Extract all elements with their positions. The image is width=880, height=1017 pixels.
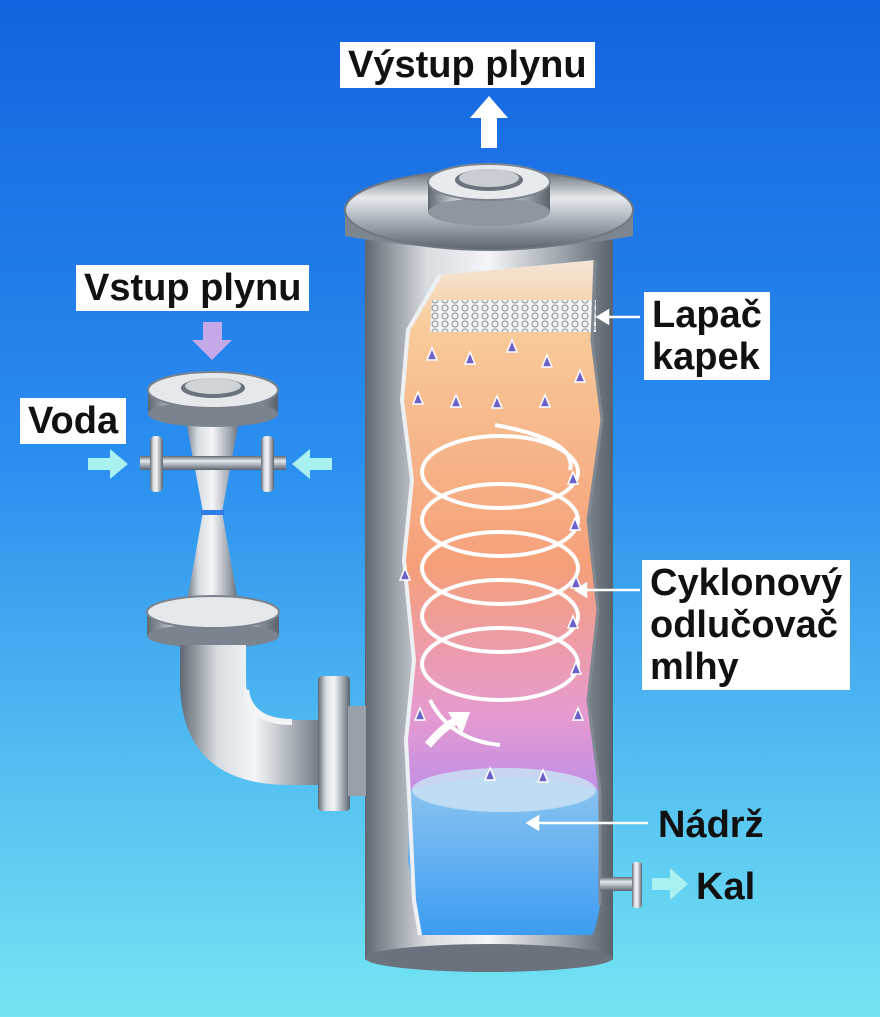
sludge-label: Kal: [696, 866, 756, 908]
tank-label: Nádrž: [658, 804, 764, 846]
mist-eliminator-label: Lapač kapek: [644, 292, 770, 380]
water-arrow-right: [292, 449, 332, 479]
sludge-outlet-nozzle: [600, 862, 642, 908]
cyclone-separator-label: Cyklonový odlučovač mlhy: [642, 560, 851, 690]
mist-eliminator-mesh: [430, 300, 596, 332]
water-arrow-left: [88, 449, 128, 479]
mist-eliminator-label-line-1: Lapač: [652, 294, 762, 336]
cyclone-spiral: [420, 423, 580, 747]
tank-water: [408, 777, 600, 935]
gas-outlet-label: Výstup plynu: [340, 42, 595, 88]
gas-inlet-arrow: [192, 322, 232, 360]
leader-lines: [525, 308, 648, 832]
column-top-flange: [344, 163, 634, 251]
mist-eliminator-label-line-2: kapek: [652, 336, 760, 378]
gas-outlet-arrow: [470, 96, 508, 148]
cyclone-separator-label-line-2: odlučovač: [650, 604, 838, 646]
gas-inlet-label: Vstup plynu: [76, 265, 310, 311]
elbow-pipe: [180, 645, 366, 811]
cyclone-separator-label-line-1: Cyklonový: [650, 562, 843, 604]
cyclone-separator-label-line-3: mlhy: [650, 646, 739, 688]
chamber-cutaway: [402, 260, 602, 815]
venturi-throat: [140, 371, 286, 648]
water-label: Voda: [20, 398, 127, 444]
droplets: [398, 338, 587, 783]
upward-flow-arrow: [424, 712, 470, 748]
sludge-arrow: [652, 868, 688, 900]
